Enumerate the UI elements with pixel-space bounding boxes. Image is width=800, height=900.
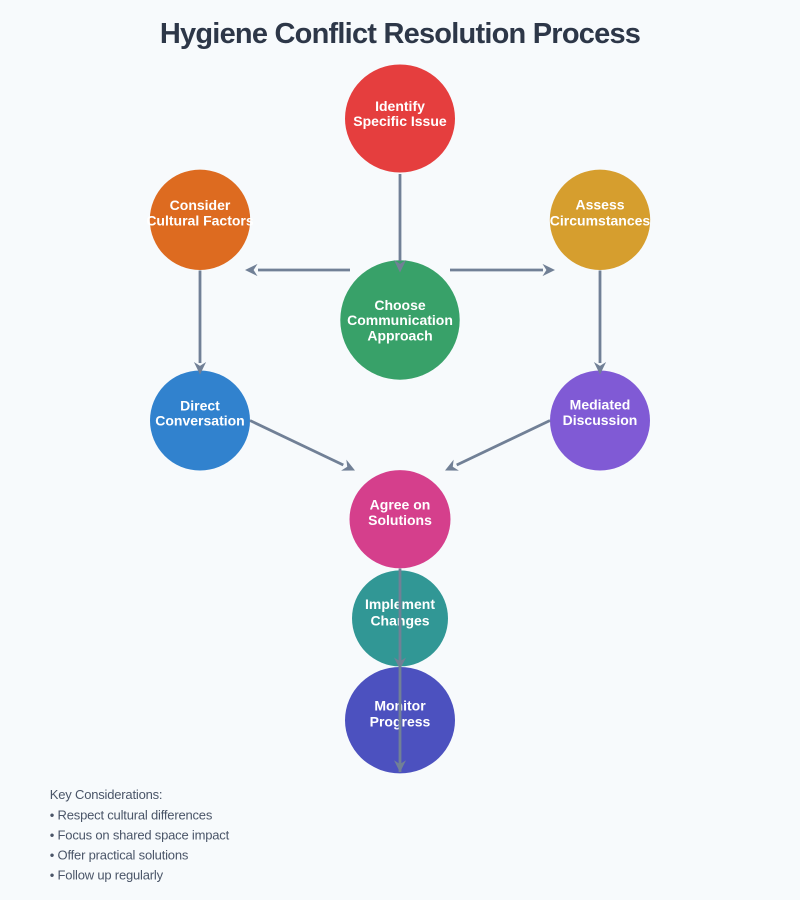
svg-text:Hygiene Conflict Resolution Pr: Hygiene Conflict Resolution Process <box>160 18 640 50</box>
svg-text:Cultural Factors: Cultural Factors <box>146 212 254 228</box>
svg-text:• Follow up regularly: • Follow up regularly <box>50 867 164 882</box>
svg-text:Mediated: Mediated <box>570 397 631 413</box>
svg-text:Circumstances: Circumstances <box>550 212 651 228</box>
svg-text:Identify: Identify <box>375 98 425 114</box>
svg-text:Approach: Approach <box>367 328 432 344</box>
svg-text:Consider: Consider <box>170 197 231 213</box>
svg-text:Key Considerations:: Key Considerations: <box>50 787 163 802</box>
svg-text:Discussion: Discussion <box>563 412 638 428</box>
svg-text:Assess: Assess <box>575 196 624 212</box>
svg-text:Direct: Direct <box>180 398 220 414</box>
svg-text:Specific Issue: Specific Issue <box>353 113 447 129</box>
svg-text:• Respect cultural differences: • Respect cultural differences <box>50 807 213 822</box>
svg-text:Solutions: Solutions <box>368 512 432 528</box>
svg-text:Conversation: Conversation <box>155 413 244 429</box>
svg-text:Choose: Choose <box>374 297 426 313</box>
svg-text:Agree on: Agree on <box>370 497 431 513</box>
svg-text:Communication: Communication <box>347 312 453 328</box>
svg-text:• Offer practical solutions: • Offer practical solutions <box>50 848 189 863</box>
svg-text:• Focus on shared space impact: • Focus on shared space impact <box>50 827 230 842</box>
